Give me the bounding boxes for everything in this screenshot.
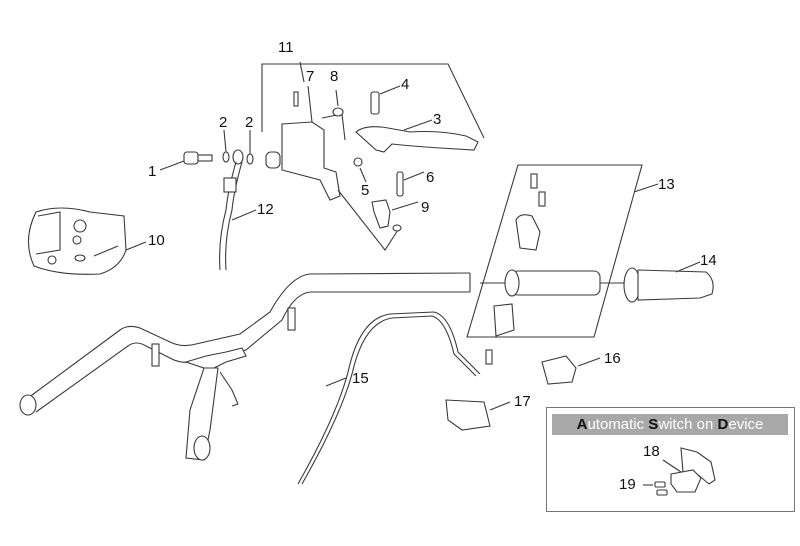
callout-13: 13 (658, 176, 675, 193)
title-initial: D (717, 416, 729, 433)
callout-15: 15 (352, 370, 369, 387)
brake-hose (219, 161, 257, 271)
automatic-switch-inset: Automatic Switch on Device 18 19 (546, 407, 795, 512)
callout-18: 18 (643, 443, 660, 460)
handlebar (19, 272, 471, 461)
switch-17 (445, 399, 511, 431)
switch-16 (541, 355, 601, 385)
switch-housing (27, 207, 147, 275)
title-text: evice (728, 416, 764, 433)
title-initial: A (576, 416, 588, 433)
title-text: utomatic (587, 416, 649, 433)
title-initial: S (648, 416, 659, 433)
clamp-and-screw (371, 171, 425, 232)
callout-2: 2 (219, 114, 227, 131)
callout-17: 17 (514, 393, 531, 410)
grip (623, 261, 714, 303)
banjo-bolt (159, 151, 213, 171)
callout-7: 7 (306, 68, 314, 85)
callout-6: 6 (426, 169, 434, 186)
callout-19: 19 (619, 476, 636, 493)
brake-lever (355, 119, 479, 153)
title-text: witch on (658, 416, 718, 433)
inset-title: Automatic Switch on Device (552, 414, 788, 435)
throttle-assembly-outline (466, 164, 659, 338)
callout-9: 9 (421, 199, 429, 216)
nut (353, 157, 367, 183)
callout-2: 2 (245, 114, 253, 131)
assembly-11-outline (261, 61, 485, 139)
throttle-cable (297, 311, 493, 485)
callout-10: 10 (148, 232, 165, 249)
callout-12: 12 (257, 201, 274, 218)
callout-3: 3 (433, 111, 441, 128)
clip (654, 481, 666, 488)
reservoir-cap (332, 89, 344, 117)
callout-1: 1 (148, 163, 156, 180)
callout-11: 11 (278, 39, 294, 56)
callout-14: 14 (700, 252, 717, 269)
washers (222, 129, 254, 165)
inset-drawing: 18 19 (619, 443, 716, 496)
callout-4: 4 (401, 76, 409, 93)
lever-pivot-bolt (370, 85, 401, 115)
throttle-parts (480, 173, 625, 337)
callout-16: 16 (604, 350, 621, 367)
callout-8: 8 (330, 68, 338, 85)
master-cylinder (265, 85, 341, 201)
callout-5: 5 (361, 182, 369, 199)
